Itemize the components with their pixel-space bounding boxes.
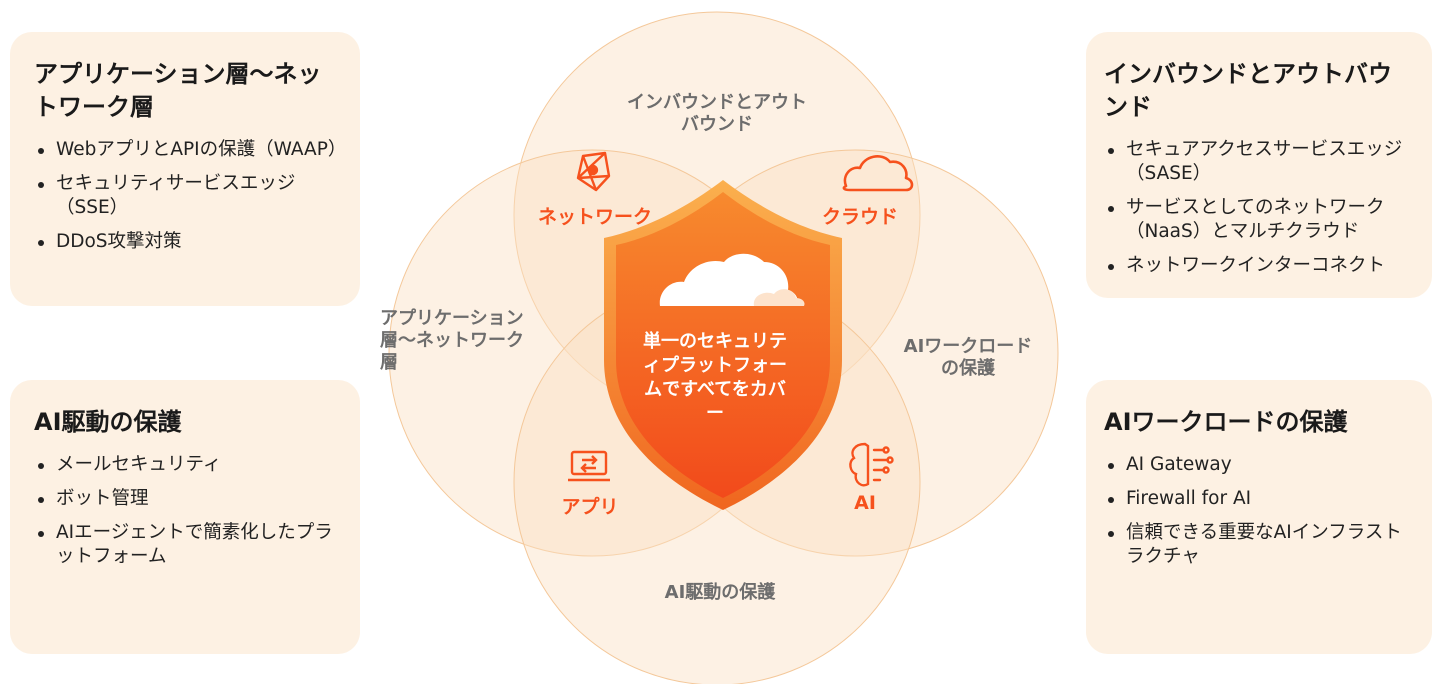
panel-inbound-outbound: インバウンドとアウトバウンド セキュアアクセスサービスエッジ（SASE） サービ… bbox=[1086, 32, 1432, 298]
circle-label-ai-driven: AI駆動の保護 bbox=[664, 582, 776, 603]
list-item: サービスとしてのネットワーク（NaaS）とマルチクラウド bbox=[1104, 196, 1414, 244]
list-item: メールセキュリティ bbox=[34, 453, 342, 477]
list-item: Firewall for AI bbox=[1104, 487, 1414, 511]
list-item: ネットワークインターコネクト bbox=[1104, 254, 1414, 278]
circle-label-ai-workload: AIワークロードの保護 bbox=[903, 336, 1033, 379]
list-item: DDoS攻撃対策 bbox=[34, 230, 342, 254]
list-item: セキュアアクセスサービスエッジ（SASE） bbox=[1104, 138, 1414, 186]
panel-list: セキュアアクセスサービスエッジ（SASE） サービスとしてのネットワーク（Naa… bbox=[1104, 138, 1414, 278]
cloud-icon bbox=[842, 155, 914, 192]
panel-ai-workload-protection: AIワークロードの保護 AI Gateway Firewall for AI 信… bbox=[1086, 380, 1432, 654]
panel-list: WebアプリとAPIの保護（WAAP） セキュリティサービスエッジ（SSE） D… bbox=[34, 138, 346, 254]
app-window-icon bbox=[568, 450, 610, 482]
panel-application-network: アプリケーション層～ネットワーク層 WebアプリとAPIの保護（WAAP） セキ… bbox=[10, 32, 360, 306]
label-network: ネットワーク bbox=[537, 206, 652, 228]
list-item: AI Gateway bbox=[1104, 453, 1414, 477]
brain-circuit-icon bbox=[849, 442, 894, 487]
label-app: アプリ bbox=[561, 496, 619, 518]
panel-list: メールセキュリティ ボット管理 AIエージェントで簡素化したプラットフォーム bbox=[34, 453, 342, 569]
network-mesh-icon bbox=[576, 151, 611, 192]
panel-title: AIワークロードの保護 bbox=[1104, 408, 1348, 436]
label-ai: AI bbox=[854, 492, 876, 514]
cloud-logo bbox=[659, 253, 805, 306]
panel-ai-driven-protection: AI駆動の保護 メールセキュリティ ボット管理 AIエージェントで簡素化したプラ… bbox=[10, 380, 360, 654]
list-item: 信頼できる重要なAIインフラストラクチャ bbox=[1104, 521, 1414, 569]
list-item: WebアプリとAPIの保護（WAAP） bbox=[34, 138, 346, 162]
panel-title: アプリケーション層～ネットワーク層 bbox=[34, 60, 322, 121]
venn-diagram bbox=[388, 11, 1059, 684]
list-item: セキュリティサービスエッジ（SSE） bbox=[34, 172, 342, 220]
shield-title: 単一のセキュリティプラットフォームですべてをカバー bbox=[643, 331, 787, 424]
label-cloud: クラウド bbox=[821, 206, 898, 228]
panel-title: インバウンドとアウトバウンド bbox=[1104, 60, 1392, 121]
circle-label-inbound-outbound: インバウンドとアウトバウンド bbox=[627, 92, 807, 135]
panel-list: AI Gateway Firewall for AI 信頼できる重要なAIインフ… bbox=[1104, 453, 1414, 569]
list-item: AIエージェントで簡素化したプラットフォーム bbox=[34, 521, 342, 569]
panel-title: AI駆動の保護 bbox=[34, 408, 182, 436]
list-item: ボット管理 bbox=[34, 487, 342, 511]
circle-label-application-network: アプリケーション層～ネットワーク層 bbox=[380, 308, 524, 373]
